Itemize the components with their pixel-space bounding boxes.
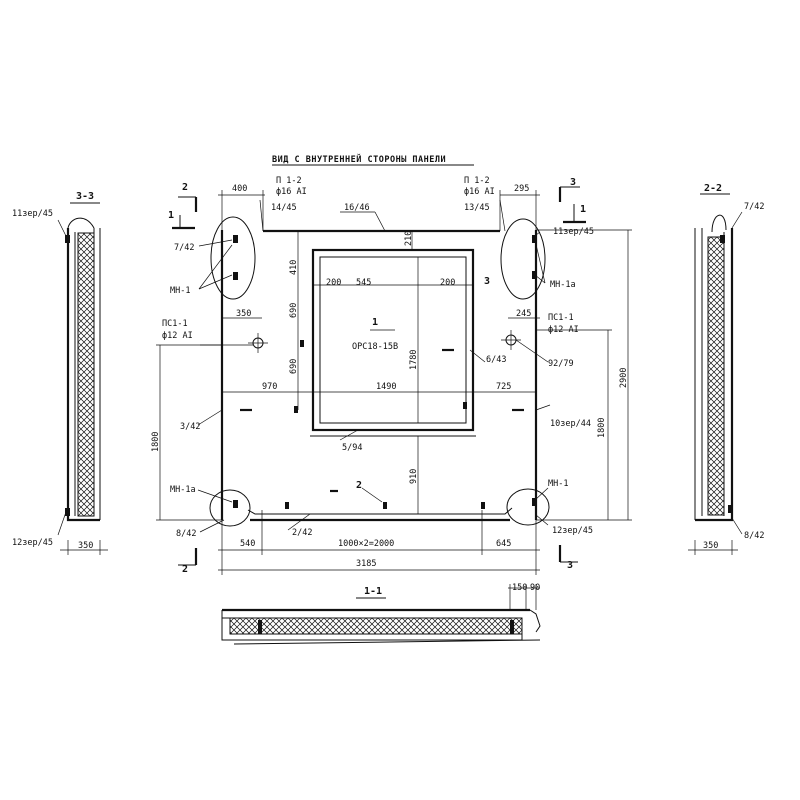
annotations: 2 1 3 1 2 3 3-3 2-2 1-1 400 295 П 1-2 ф1… — [12, 176, 764, 597]
label-n2: 2 — [182, 182, 188, 193]
label-l594: 5/94 — [342, 443, 362, 453]
dimension-d210: 210 — [404, 231, 414, 246]
dimension-d200a: 200 — [326, 278, 341, 288]
dimension-d1800a: 1800 — [151, 432, 161, 452]
section-2-2 — [688, 193, 743, 555]
panel-outline — [220, 229, 538, 522]
drawing-title: ВИД С ВНУТРЕННЕЙ СТОРОНЫ ПАНЕЛИ — [272, 153, 446, 165]
dimension-lines — [156, 186, 632, 575]
corner-ovals — [209, 216, 550, 527]
label-l1245b: 12зер/45 — [552, 526, 593, 536]
label-l1044: 10зер/44 — [550, 419, 591, 429]
label-s3: 3-3 — [76, 191, 94, 202]
section-3-3 — [57, 202, 108, 555]
label-f12a: ф12 AI — [162, 331, 193, 341]
label-n3: 3 — [567, 560, 573, 571]
label-mn1b: МН-1 — [548, 479, 568, 489]
dimension-d350b: 350 — [78, 541, 93, 551]
window-opening — [310, 248, 476, 437]
dimension-d2000: 1000×2=2000 — [338, 539, 394, 549]
dimension-d350a: 350 — [236, 309, 251, 319]
dimension-d150: 150 — [512, 583, 527, 593]
dimension-d410: 410 — [289, 260, 299, 275]
dimension-d3185: 3185 — [356, 559, 376, 569]
label-pos1: 1 — [372, 317, 378, 328]
dimension-d1490: 1490 — [376, 382, 396, 392]
dimension-d690b: 690 — [289, 359, 299, 374]
label-l342: 3/42 — [180, 422, 200, 432]
dimension-d725: 725 — [496, 382, 511, 392]
embedded-marks — [240, 340, 524, 509]
label-n1: 1 — [580, 204, 586, 215]
dimension-d90: 90 — [530, 583, 540, 593]
leader-lines — [197, 199, 551, 533]
label-l1145a: 11зер/45 — [12, 209, 53, 219]
label-f16a: ф16 AI — [276, 187, 307, 197]
label-mn1a: МН-1 — [170, 286, 190, 296]
dimension-d350c: 350 — [703, 541, 718, 551]
label-s1: 1-1 — [364, 586, 382, 597]
label-f12b: ф12 AI — [548, 325, 579, 335]
label-pos3: 3 — [484, 276, 490, 287]
label-l1445: 14/45 — [271, 203, 297, 213]
dimension-d200b: 200 — [440, 278, 455, 288]
dimension-d1780: 1780 — [409, 350, 419, 370]
dimension-d910: 910 — [409, 469, 419, 484]
dimension-d2900: 2900 — [619, 368, 629, 388]
label-l242: 2/42 — [292, 528, 312, 538]
label-l1345: 13/45 — [464, 203, 490, 213]
label-l842a: 8/42 — [176, 529, 196, 539]
label-ps1b: ПС1-1 — [548, 313, 574, 323]
label-pos2: 2 — [356, 480, 362, 491]
label-l1245a: 12зер/45 — [12, 538, 53, 548]
dimension-d690a: 690 — [289, 303, 299, 318]
label-l1646: 16/46 — [344, 203, 370, 213]
dimension-d295: 295 — [514, 184, 529, 194]
dimension-d540: 540 — [240, 539, 255, 549]
dimension-d245: 245 — [516, 309, 531, 319]
dimension-d1800b: 1800 — [597, 418, 607, 438]
label-mn1ab: МН-1а — [170, 485, 196, 495]
label-n2: 2 — [182, 564, 188, 575]
label-l742b: 7/42 — [744, 202, 764, 212]
label-ps1a: ПС1-1 — [162, 319, 188, 329]
label-p12b: П 1-2 — [464, 176, 490, 186]
label-n1: 1 — [168, 210, 174, 221]
dimension-d970: 970 — [262, 382, 277, 392]
label-l9279: 92/79 — [548, 359, 574, 369]
dimension-d645: 645 — [496, 539, 511, 549]
dimension-d400: 400 — [232, 184, 247, 194]
label-s2: 2-2 — [704, 183, 722, 194]
label-l643: 6/43 — [486, 355, 506, 365]
section-1-1 — [221, 584, 541, 645]
label-f16b: ф16 AI — [464, 187, 495, 197]
label-ors: ОРС18-15В — [352, 342, 398, 352]
dimension-d545: 545 — [356, 278, 371, 288]
label-l742a: 7/42 — [174, 243, 194, 253]
label-n3: 3 — [570, 177, 576, 188]
label-p12a: П 1-2 — [276, 176, 302, 186]
label-l842b: 8/42 — [744, 531, 764, 541]
label-mn1aa: МН-1а — [550, 280, 576, 290]
label-l1145b: 11зер/45 — [553, 227, 594, 237]
